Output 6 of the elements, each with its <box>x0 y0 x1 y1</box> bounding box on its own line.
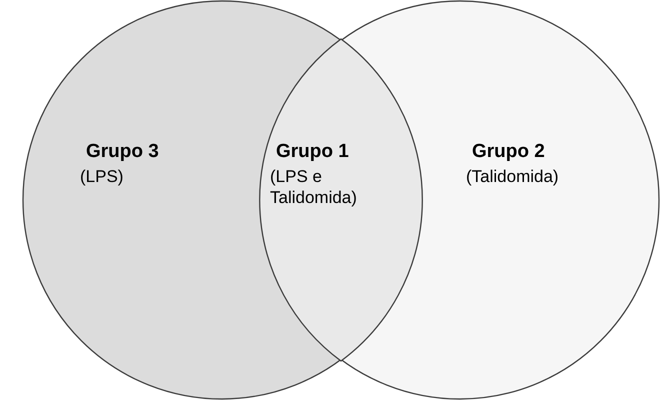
group-label: Grupo 1 <box>276 140 349 164</box>
group-label: Grupo 2 <box>472 140 545 164</box>
group-description: (LPS e Talidomida) <box>270 166 358 208</box>
group-description: (LPS) <box>80 166 124 187</box>
group-description: (Talidomida) <box>466 166 559 187</box>
group-label: Grupo 3 <box>86 140 159 164</box>
